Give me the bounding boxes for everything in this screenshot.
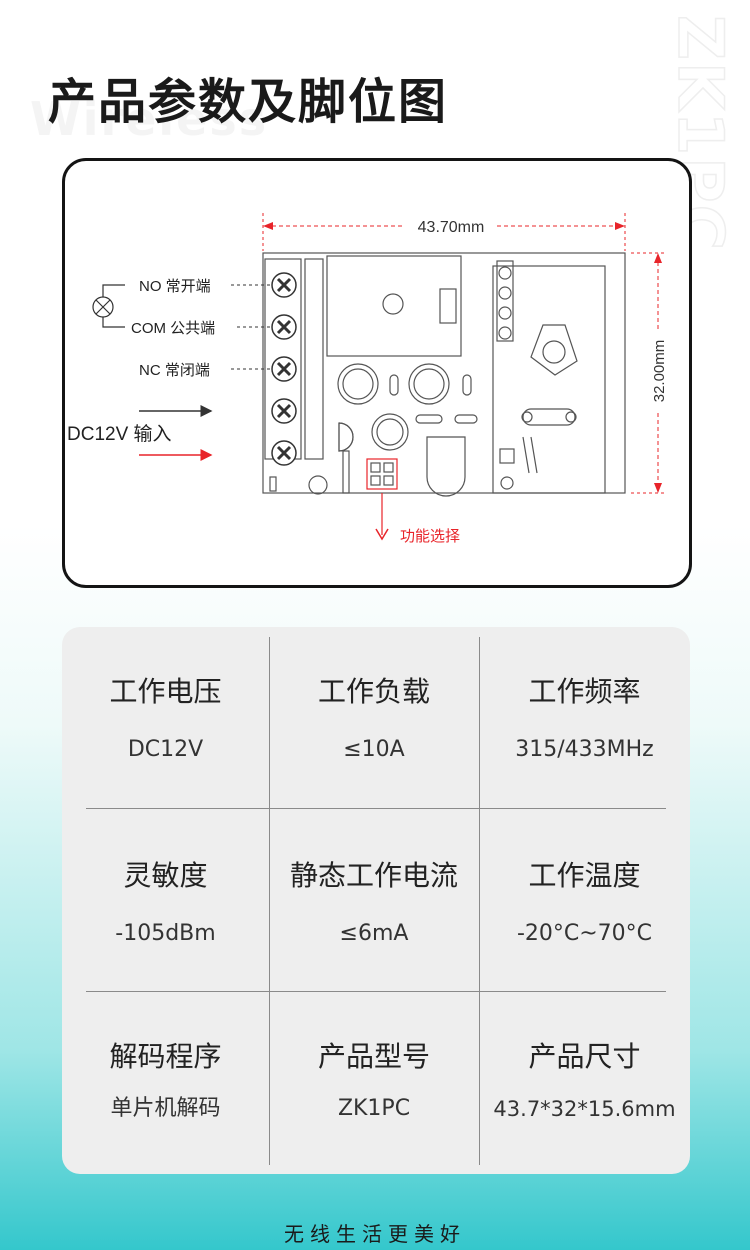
param-cell: 工作负载 ≤10A [269,674,479,764]
height-dimension: 32.00mm [631,252,668,494]
function-select-label: 功能选择 [400,528,460,545]
param-cell: 工作电压 DC12V [62,674,269,764]
width-dimension-label: 43.70mm [418,219,485,236]
table-divider [479,637,480,1165]
width-dimension: 43.70mm [262,213,626,251]
watermark-background-text: Wireless [30,92,269,146]
parameters-table: 工作电压 DC12V 工作负载 ≤10A 工作频率 315/433MHz 灵敏度… [62,627,690,1174]
table-divider [86,991,666,992]
param-cell: 静态工作电流 ≤6mA [269,858,479,948]
param-label: 产品尺寸 [528,1040,641,1073]
pcb-board [262,252,626,497]
pin-no-label: NO 常开端 [139,278,211,295]
param-label: 工作电压 [109,675,222,708]
lamp-icon [92,284,125,328]
dc-input-label: DC12V 输入 [67,423,172,445]
param-value: ≤10A [343,737,405,762]
param-cell: 产品尺寸 43.7*32*15.6mm [479,1039,690,1123]
param-label: 产品型号 [317,1040,430,1073]
pin-diagram-card: 43.70mm 32.00mm [62,158,692,588]
height-dimension-label: 32.00mm [651,340,668,403]
footer-slogan: 无线生活更美好 [284,1222,466,1246]
table-divider [86,808,666,809]
param-value: -20°C~70°C [516,921,653,946]
param-cell: 工作频率 315/433MHz [479,674,690,764]
param-value: 单片机解码 [110,1096,221,1121]
param-value: ≤6mA [339,921,409,946]
param-cell: 灵敏度 -105dBm [62,858,269,948]
param-cell: 产品型号 ZK1PC [269,1039,479,1123]
terminal-block [271,272,297,466]
param-value: 43.7*32*15.6mm [493,1097,676,1121]
pinout-diagram: 43.70mm 32.00mm [67,213,668,545]
param-label: 工作负载 [317,675,430,708]
param-value: -105dBm [115,921,216,946]
param-cell: 解码程序 单片机解码 [62,1039,269,1123]
page-title: 产品参数及脚位图 [48,74,449,130]
param-label: 工作频率 [528,675,641,708]
param-label: 工作温度 [528,859,641,892]
table-divider [269,637,270,1165]
pin-com-label: COM 公共端 [131,320,215,337]
param-cell: 工作温度 -20°C~70°C [479,858,690,948]
param-value: ZK1PC [337,1096,411,1121]
param-label: 静态工作电流 [289,859,458,892]
param-value: DC12V [127,737,204,762]
pin-leader-lines [231,284,271,370]
param-label: 灵敏度 [123,859,208,892]
param-label: 解码程序 [109,1040,222,1073]
pin-nc-label: NC 常闭端 [139,362,210,379]
param-value: 315/433MHz [515,737,654,762]
